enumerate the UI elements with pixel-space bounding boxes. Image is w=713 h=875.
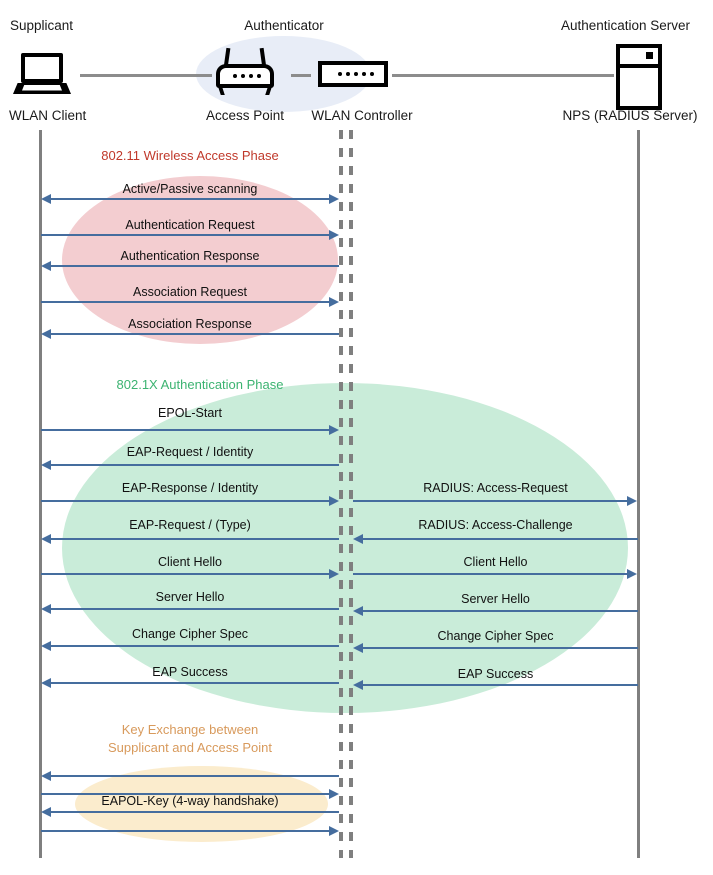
phase-blob-key-exchange (75, 766, 328, 842)
actor-device-access-point: Access Point (205, 108, 285, 123)
arrowhead-right-icon (627, 569, 637, 579)
lifeline-authentication-server (637, 130, 640, 858)
message-label: EAP-Response / Identity (121, 481, 259, 495)
phase-title-8021x: 802.1X Authentication Phase (116, 377, 284, 392)
message-arrow-line (363, 610, 638, 612)
phase-title-key-exchange-line1: Key Exchange between (121, 722, 259, 737)
message-label: Server Hello (155, 590, 225, 604)
actor-device-wlan-controller: WLAN Controller (311, 108, 413, 123)
message-arrow-line (41, 500, 330, 502)
arrowhead-right-icon (627, 496, 637, 506)
arrowhead-right-icon (329, 496, 339, 506)
lifeline-supplicant (39, 130, 42, 858)
message-label: Client Hello (463, 555, 528, 569)
message-label: EAP Success (457, 667, 534, 681)
phase-blob-wireless-access (62, 176, 338, 344)
phase-blob-8021x (62, 383, 628, 713)
phase-title-wireless-access: 802.11 Wireless Access Phase (101, 148, 279, 163)
actor-device-nps-radius-server: NPS (RADIUS Server) (562, 108, 698, 123)
arrowhead-right-icon (329, 826, 339, 836)
message-label: Association Response (128, 317, 252, 331)
arrowhead-left-icon (41, 329, 51, 339)
arrowhead-left-icon (353, 643, 363, 653)
message-label: EPOL-Start (158, 406, 222, 420)
message-label: Change Cipher Spec (437, 629, 554, 643)
arrowhead-left-icon (41, 534, 51, 544)
arrowhead-right-icon (329, 230, 339, 240)
message-arrow-line (41, 234, 330, 236)
message-label: Authentication Request (125, 218, 255, 232)
link-client-to-ap (80, 74, 212, 77)
message-label: RADIUS: Access-Request (423, 481, 568, 495)
lifeline-wlan-controller (349, 130, 353, 858)
arrowhead-right-icon (329, 569, 339, 579)
arrowhead-left-icon (41, 194, 51, 204)
message-label: Authentication Response (120, 249, 260, 263)
message-arrow-line (49, 682, 339, 684)
arrowhead-right-icon (329, 297, 339, 307)
server-icon (616, 44, 662, 110)
message-arrow-line (353, 573, 628, 575)
actor-role-supplicant: Supplicant (10, 18, 74, 33)
message-label: EAP-Request / (Type) (129, 518, 251, 532)
message-arrow-line (363, 538, 638, 540)
message-label: EAP Success (152, 665, 228, 679)
arrowhead-left-icon (41, 678, 51, 688)
access-point-icon (216, 47, 274, 96)
arrowhead-right-icon (329, 425, 339, 435)
actor-device-wlan-client: WLAN Client (9, 108, 87, 123)
message-arrow-line (41, 301, 330, 303)
arrowhead-left-icon (353, 606, 363, 616)
message-arrow-line (363, 647, 638, 649)
arrowhead-right-icon (329, 194, 339, 204)
arrowhead-left-icon (41, 604, 51, 614)
message-label: EAP-Request / Identity (126, 445, 254, 459)
actor-role-authentication-server: Authentication Server (560, 18, 691, 33)
arrowhead-left-icon (41, 641, 51, 651)
message-arrow-line (49, 775, 339, 777)
message-arrow-line (363, 684, 638, 686)
message-label: Change Cipher Spec (131, 627, 249, 641)
message-arrow-line (49, 464, 339, 466)
message-arrow-line (41, 830, 330, 832)
arrowhead-right-icon (329, 789, 339, 799)
arrowhead-left-icon (41, 807, 51, 817)
message-label: Server Hello (461, 592, 530, 606)
actor-role-authenticator: Authenticator (244, 18, 324, 33)
message-arrow-line (49, 198, 330, 200)
message-arrow-line (41, 573, 330, 575)
lifeline-access-point (339, 130, 343, 858)
link-controller-to-server (392, 74, 614, 77)
phase-title-key-exchange-line2: Supplicant and Access Point (107, 740, 273, 755)
message-label: Client Hello (158, 555, 222, 569)
arrowhead-left-icon (353, 680, 363, 690)
arrowhead-left-icon (41, 460, 51, 470)
laptop-icon (13, 53, 71, 95)
message-arrow-line (41, 429, 330, 431)
message-arrow-line (49, 645, 339, 647)
message-arrow-line (353, 500, 628, 502)
arrowhead-left-icon (41, 771, 51, 781)
message-label: Association Request (133, 285, 247, 299)
message-arrow-line (49, 538, 339, 540)
arrowhead-left-icon (41, 261, 51, 271)
message-label: EAPOL-Key (4-way handshake) (101, 794, 279, 808)
message-arrow-line (49, 608, 339, 610)
message-arrow-line (41, 793, 330, 795)
message-arrow-line (49, 265, 339, 267)
message-arrow-line (49, 811, 339, 813)
message-arrow-line (49, 333, 339, 335)
arrowhead-left-icon (353, 534, 363, 544)
link-ap-to-controller (291, 74, 311, 77)
wlan-controller-icon (318, 61, 388, 87)
message-label: Active/Passive scanning (122, 182, 258, 196)
message-label: RADIUS: Access-Challenge (418, 518, 573, 532)
